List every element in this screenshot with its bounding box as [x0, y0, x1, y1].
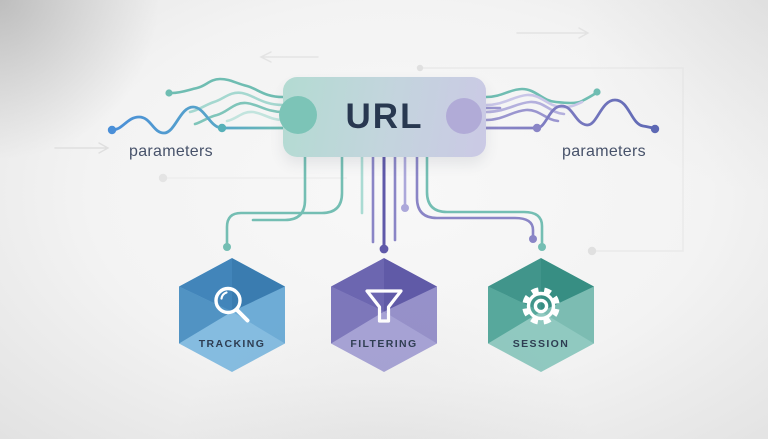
faint-arrow-left-top — [259, 51, 319, 63]
faint-arrow-right-left-side — [54, 142, 110, 154]
purple-port-circle — [446, 98, 482, 134]
teal-port-circle — [279, 96, 317, 134]
left-parameter-wires — [107, 77, 285, 135]
hexagon-tracking-label: TRACKING — [198, 338, 266, 350]
gear-icon — [522, 287, 560, 325]
hexagon-filtering-label: FILTERING — [350, 338, 418, 350]
faint-dots — [158, 64, 597, 256]
right-parameters-label: parameters — [562, 143, 646, 160]
faint-arrow-right-top — [516, 27, 590, 39]
right-parameter-wires — [484, 87, 660, 134]
hexagon-session-label: SESSION — [512, 338, 570, 350]
url-box-label: URL — [345, 97, 424, 136]
hexagon-session: SESSION — [488, 258, 594, 372]
left-parameters-label: parameters — [129, 143, 213, 160]
faint-connector-path — [166, 67, 684, 252]
url-box: URL — [279, 77, 486, 157]
drop-wires — [223, 153, 546, 254]
hexagon-tracking: TRACKING — [179, 258, 285, 372]
funnel-icon — [365, 289, 403, 323]
hexagon-filtering: FILTERING — [331, 258, 437, 372]
magnifier-icon — [214, 286, 250, 323]
